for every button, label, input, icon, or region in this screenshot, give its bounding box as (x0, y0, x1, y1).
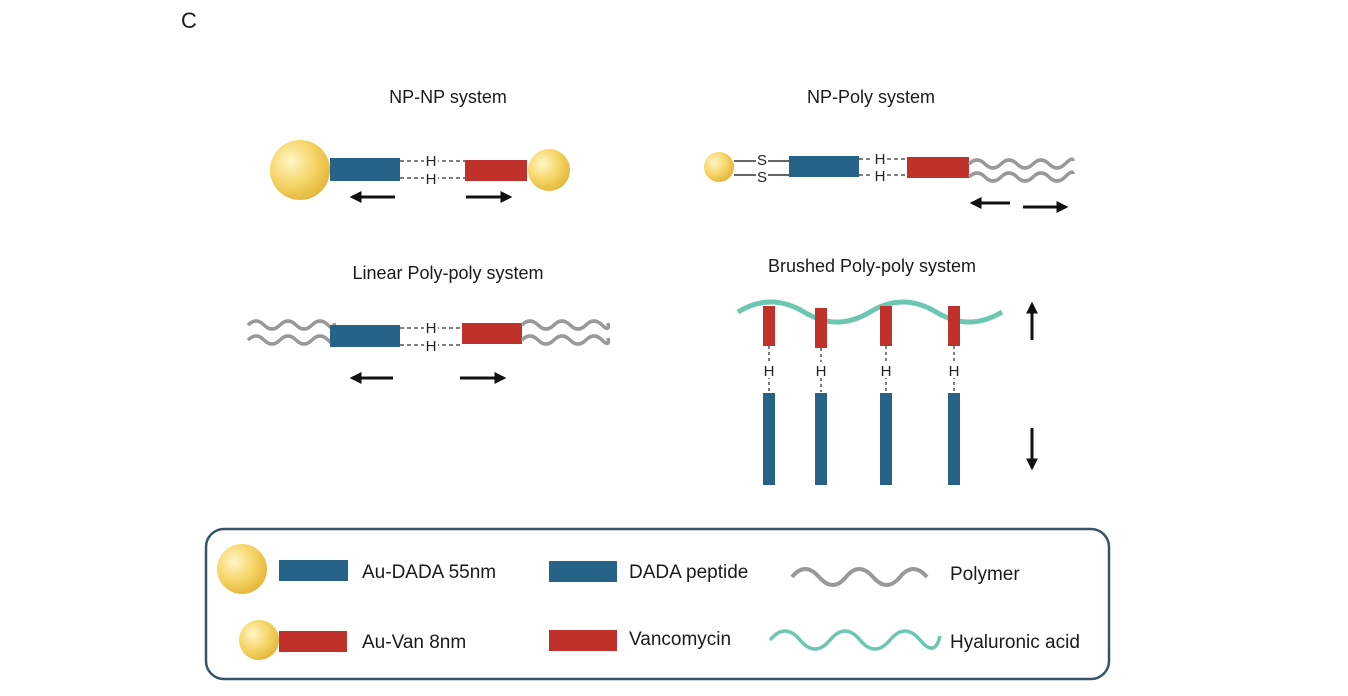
dada-peptide-block (789, 156, 859, 177)
brushed-poly-poly-system: Brushed Poly-poly system H H H (736, 256, 1038, 485)
brush-strand: H (878, 306, 894, 485)
polymer-chain (246, 334, 337, 346)
brush-strand: H (946, 306, 962, 485)
legend-hyaluronic-icon (768, 629, 942, 651)
brush-strand: H (761, 306, 777, 485)
legend-dada-peptide-swatch (549, 561, 617, 582)
legend-au-van-label: Au-Van 8nm (362, 632, 466, 653)
dada-peptide-block (330, 158, 400, 181)
hyaluronic-acid-chain (736, 299, 1004, 325)
linear-title: Linear Poly-poly system (352, 263, 543, 283)
np-np-system: NP-NP system H H (270, 87, 570, 203)
legend-frame (204, 527, 1111, 681)
vancomycin-block (907, 157, 969, 178)
vancomycin-block (465, 160, 527, 181)
hydrogen-atom-label: H (764, 363, 775, 380)
hydrogen-atom-label: H (426, 153, 437, 170)
hydrogen-atom-label: H (875, 151, 886, 168)
np-poly-title: NP-Poly system (807, 87, 935, 107)
legend-vancomycin-label: Vancomycin (629, 629, 731, 650)
small-gold-nanoparticle (528, 149, 570, 191)
polymer-chain (520, 334, 611, 346)
brushed-title: Brushed Poly-poly system (768, 256, 976, 276)
legend-au-dada-label: Au-DADA 55nm (362, 562, 496, 583)
large-gold-nanoparticle (270, 140, 330, 200)
hydrogen-atom-label: H (875, 168, 886, 185)
legend-large-gold-icon (217, 544, 267, 594)
np-np-title: NP-NP system (389, 87, 507, 107)
legend-small-gold-icon (239, 620, 279, 660)
polymer-chain (967, 157, 1075, 170)
vancomycin-block (462, 323, 522, 344)
hydrogen-atom-label: H (426, 320, 437, 337)
legend-box: Au-DADA 55nm Au-Van 8nm DADA peptide Van… (204, 527, 1111, 681)
sulfur-atom-label: S (757, 152, 767, 169)
legend-polymer-icon (790, 567, 929, 587)
legend-van-swatch (279, 631, 347, 652)
panel-label: C (181, 8, 197, 33)
polymer-chain (246, 319, 337, 331)
linear-poly-poly-system: Linear Poly-poly system H H (246, 263, 611, 384)
hydrogen-atom-label: H (426, 338, 437, 355)
sulfur-atom-label: S (757, 169, 767, 186)
dada-peptide-block (330, 325, 400, 347)
np-poly-system: NP-Poly system S S H H (704, 87, 1075, 213)
legend-vancomycin-swatch (549, 630, 617, 651)
polymer-chain (967, 170, 1075, 183)
hydrogen-atom-label: H (816, 363, 827, 380)
polymer-chain (520, 319, 611, 331)
hydrogen-atom-label: H (949, 363, 960, 380)
small-gold-nanoparticle (704, 152, 734, 182)
hydrogen-atom-label: H (426, 171, 437, 188)
brush-strand: H (813, 308, 829, 485)
hydrogen-atom-label: H (881, 363, 892, 380)
legend-hyaluronic-label: Hyaluronic acid (950, 632, 1080, 653)
legend-dada-swatch (279, 560, 348, 581)
legend-dada-peptide-label: DADA peptide (629, 562, 748, 583)
legend-polymer-label: Polymer (950, 564, 1020, 585)
